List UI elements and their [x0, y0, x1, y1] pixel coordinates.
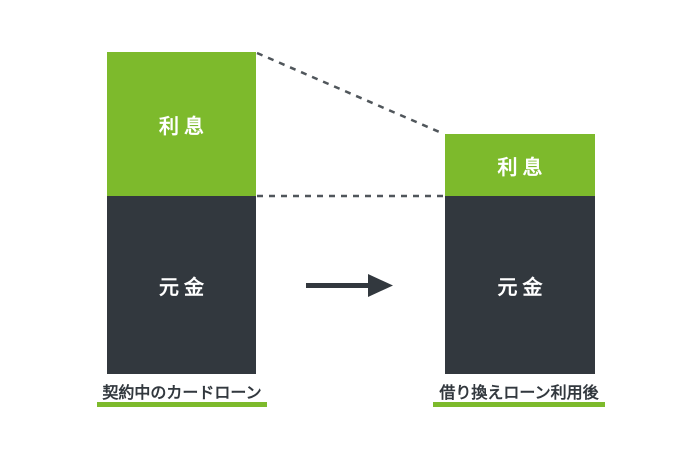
bar-before-refinance: 利息 元金 — [107, 52, 256, 374]
arrow-head — [368, 274, 393, 297]
caption-after-refinance: 借り換えローン利用後 — [433, 385, 605, 408]
interest-segment-label: 利息 — [159, 115, 209, 138]
interest-segment-after: 利息 — [445, 134, 595, 196]
principal-segment-before: 元金 — [107, 196, 256, 374]
bar-after-refinance: 利息 元金 — [445, 134, 595, 374]
caption-highlight — [97, 402, 267, 407]
caption-text: 契約中のカードローン — [102, 385, 262, 402]
caption-highlight — [433, 402, 605, 407]
caption-before-refinance: 契約中のカードローン — [97, 385, 267, 408]
principal-segment-label: 元金 — [159, 276, 209, 299]
caption-text: 借り換えローン利用後 — [439, 385, 599, 402]
dashed-guide-top-line — [256, 51, 445, 136]
principal-segment-label: 元金 — [497, 276, 548, 299]
transition-arrow-icon — [306, 274, 393, 297]
interest-segment-before: 利息 — [107, 52, 256, 196]
principal-segment-after: 元金 — [445, 196, 595, 374]
interest-segment-label: 利息 — [497, 156, 548, 179]
